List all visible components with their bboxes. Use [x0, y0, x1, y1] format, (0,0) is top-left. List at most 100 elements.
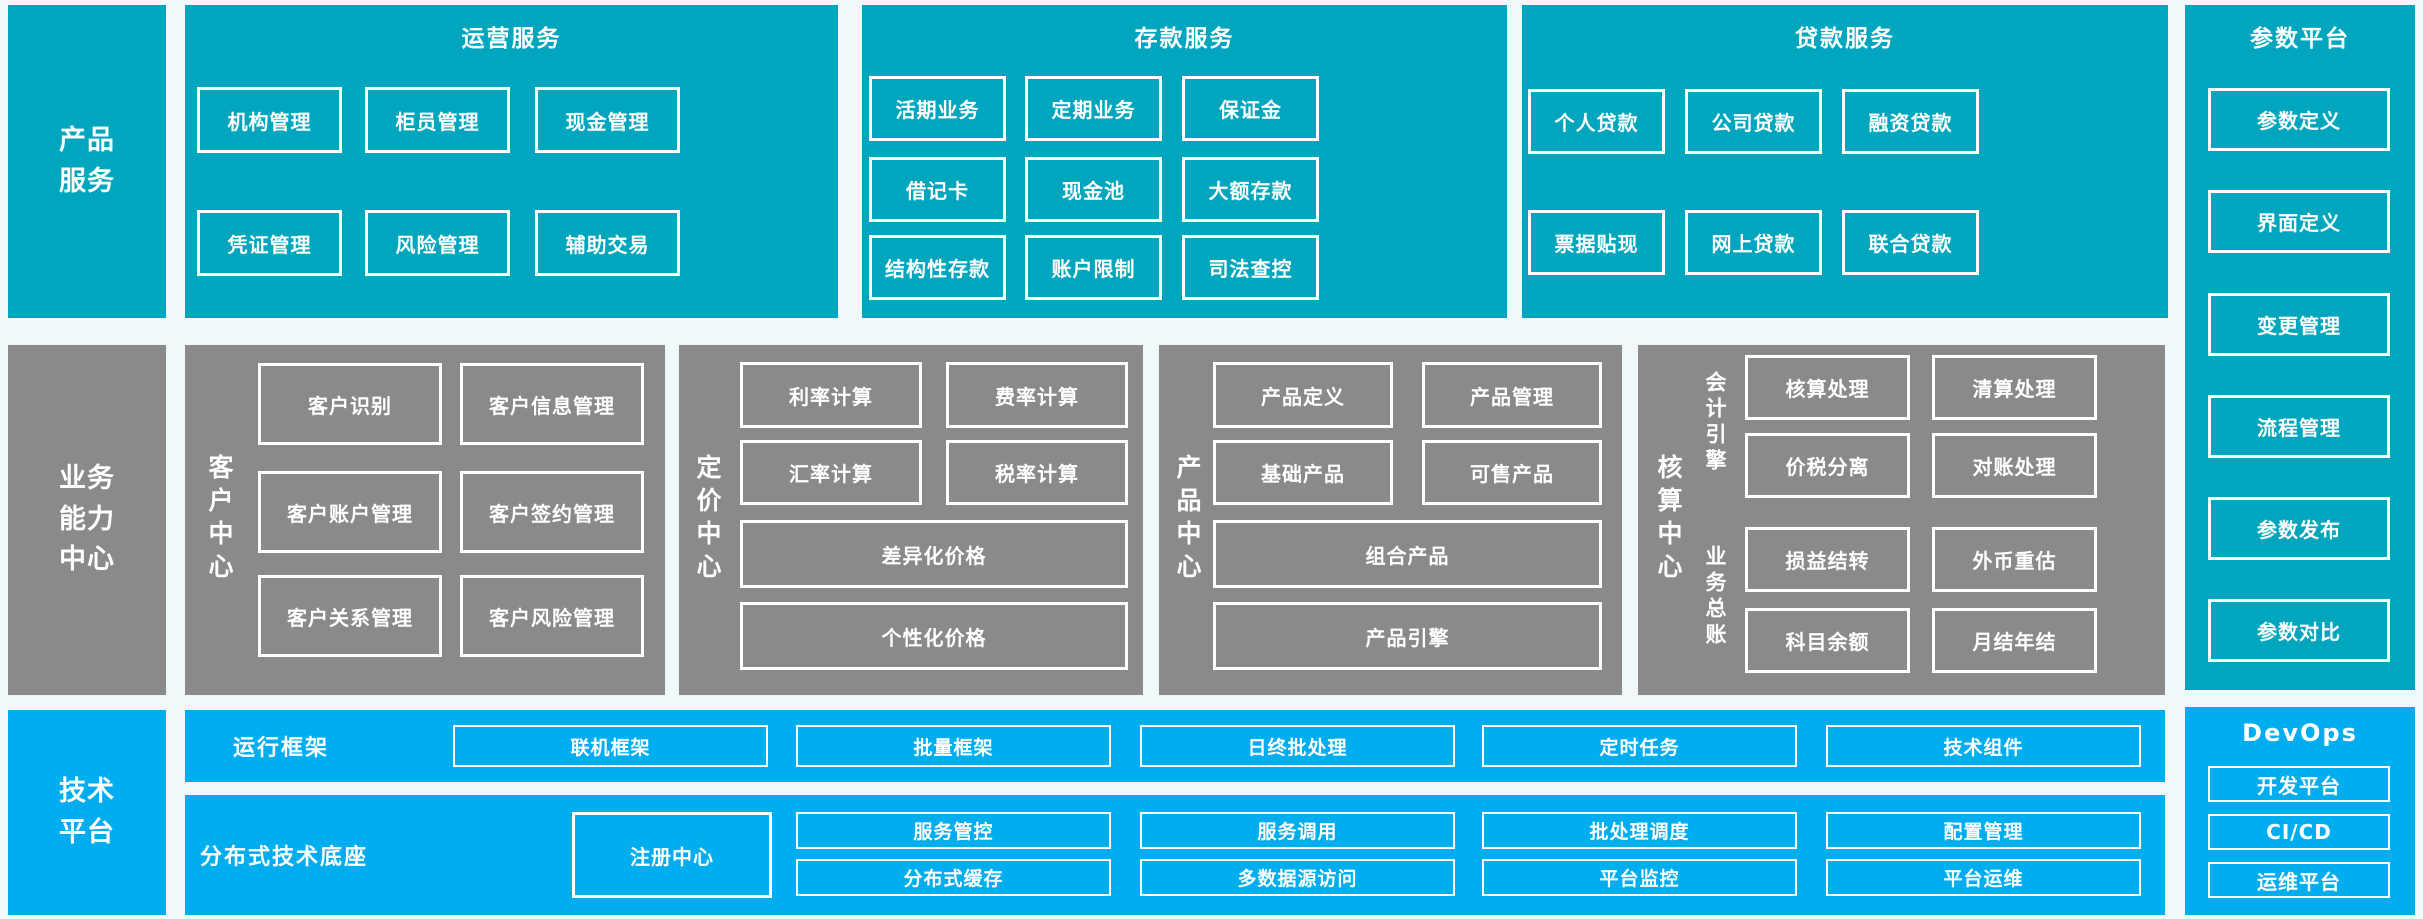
box-judicial-control: 司法查控: [1182, 235, 1319, 300]
box-eod-batch: 日终批处理: [1140, 725, 1455, 767]
box-voucher-management: 凭证管理: [197, 210, 342, 276]
section-runtime-framework: 运行框架 联机框架 批量框架 日终批处理 定时任务 技术组件: [185, 710, 2165, 782]
loan-services-title: 贷款服务: [1795, 26, 1895, 52]
box-account-restriction: 账户限制: [1025, 235, 1162, 300]
pricing-center-label: 定价中心: [693, 454, 722, 586]
box-tech-components: 技术组件: [1826, 725, 2141, 767]
box-debit-card: 借记卡: [869, 157, 1006, 222]
box-customer-info-mgmt: 客户信息管理: [460, 363, 644, 445]
box-ui-definition: 界面定义: [2208, 190, 2390, 253]
box-month-year-end: 月结年结: [1932, 608, 2097, 673]
box-teller-management: 柜员管理: [365, 87, 510, 153]
section-devops: DevOps 开发平台 CI/CD 运维平台: [2185, 707, 2415, 915]
box-customer-contract-mgmt: 客户签约管理: [460, 471, 644, 553]
box-pnl-carryover: 损益结转: [1745, 527, 1910, 592]
box-customer-identification: 客户识别: [258, 363, 442, 445]
box-scheduled-task: 定时任务: [1482, 725, 1797, 767]
box-product-management: 产品管理: [1422, 362, 1602, 428]
box-large-deposit: 大额存款: [1182, 157, 1319, 222]
box-service-governance: 服务管控: [796, 812, 1111, 849]
box-online-loan: 网上贷款: [1685, 210, 1822, 275]
box-customer-account-mgmt: 客户账户管理: [258, 471, 442, 553]
box-tax-calc: 税率计算: [946, 440, 1128, 505]
section-pricing-center: 定价中心 利率计算 费率计算 汇率计算 税率计算 差异化价格 个性化价格: [679, 345, 1143, 695]
section-operations-services: 运营服务 机构管理 柜员管理 现金管理 凭证管理 风险管理 辅助交易: [185, 5, 838, 318]
box-org-management: 机构管理: [197, 87, 342, 153]
box-cash-pool: 现金池: [1025, 157, 1162, 222]
box-param-definition: 参数定义: [2208, 88, 2390, 151]
box-service-invocation: 服务调用: [1140, 812, 1455, 849]
box-structured-deposit: 结构性存款: [869, 235, 1006, 300]
box-change-management: 变更管理: [2208, 293, 2390, 356]
box-personal-loan: 个人贷款: [1528, 89, 1665, 154]
box-price-tax-separation: 价税分离: [1745, 433, 1910, 498]
runtime-framework-label: 运行框架: [233, 736, 330, 761]
business-ledger-label: 业务总账: [1703, 545, 1727, 649]
product-center-label: 产品中心: [1173, 454, 1202, 586]
box-combined-product: 组合产品: [1213, 520, 1602, 588]
accounting-center-label: 核算中心: [1654, 454, 1683, 586]
box-reconciliation: 对账处理: [1932, 433, 2097, 498]
box-subject-balance: 科目余额: [1745, 608, 1910, 673]
box-registry-center: 注册中心: [572, 812, 772, 898]
box-corporate-loan: 公司贷款: [1685, 89, 1822, 154]
box-param-compare: 参数对比: [2208, 599, 2390, 662]
box-sellable-product: 可售产品: [1422, 440, 1602, 505]
section-product-center: 产品中心 产品定义 产品管理 基础产品 可售产品 组合产品 产品引擎: [1159, 345, 1622, 695]
box-distributed-cache: 分布式缓存: [796, 859, 1111, 896]
box-param-release: 参数发布: [2208, 497, 2390, 560]
section-parameter-platform: 参数平台 参数定义 界面定义 变更管理 流程管理 参数发布 参数对比: [2185, 5, 2415, 690]
customer-center-label: 客户中心: [205, 454, 234, 586]
box-base-product: 基础产品: [1213, 440, 1393, 505]
box-product-definition: 产品定义: [1213, 362, 1393, 428]
box-multi-datasource: 多数据源访问: [1140, 859, 1455, 896]
box-config-management: 配置管理: [1826, 812, 2141, 849]
box-fee-calc: 费率计算: [946, 362, 1128, 428]
box-online-framework: 联机框架: [453, 725, 768, 767]
box-interest-calc: 利率计算: [740, 362, 922, 428]
section-customer-center: 客户中心 客户识别 客户信息管理 客户账户管理 客户签约管理 客户关系管理 客户…: [185, 345, 665, 695]
box-bill-discount: 票据贴现: [1528, 210, 1665, 275]
box-customer-relation-mgmt: 客户关系管理: [258, 575, 442, 657]
box-exchange-calc: 汇率计算: [740, 440, 922, 505]
box-differentiated-pricing: 差异化价格: [740, 520, 1128, 588]
box-cicd: CI/CD: [2208, 814, 2390, 850]
box-ops-platform: 运维平台: [2208, 862, 2390, 898]
devops-title: DevOps: [2242, 719, 2358, 747]
box-dev-platform: 开发平台: [2208, 766, 2390, 802]
box-platform-monitor: 平台监控: [1482, 859, 1797, 896]
box-cash-management: 现金管理: [535, 87, 680, 153]
box-accounting-processing: 核算处理: [1745, 355, 1910, 420]
box-platform-ops: 平台运维: [1826, 859, 2141, 896]
rail-product-services-label: 产品服务: [58, 125, 115, 197]
box-fx-revaluation: 外币重估: [1932, 527, 2097, 592]
box-clearing-processing: 清算处理: [1932, 355, 2097, 420]
rail-tech-platform: 技术平台: [8, 710, 166, 915]
box-demand-deposit: 活期业务: [869, 76, 1006, 141]
box-customer-risk-mgmt: 客户风险管理: [460, 575, 644, 657]
box-batch-scheduling: 批处理调度: [1482, 812, 1797, 849]
box-financing-loan: 融资贷款: [1842, 89, 1979, 154]
box-margin-deposit: 保证金: [1182, 76, 1319, 141]
box-product-engine: 产品引擎: [1213, 602, 1602, 670]
section-accounting-center: 核算中心 会计引擎 业务总账 核算处理 清算处理 价税分离 对账处理 损益结转 …: [1638, 345, 2165, 695]
box-personalized-pricing: 个性化价格: [740, 602, 1128, 670]
deposit-services-title: 存款服务: [1134, 26, 1235, 52]
rail-business-capability: 业务能力中心: [8, 345, 166, 695]
rail-tech-platform-label: 技术平台: [58, 776, 115, 848]
rail-business-capability-label: 业务能力中心: [58, 463, 115, 576]
box-joint-loan: 联合贷款: [1842, 210, 1979, 275]
accounting-engine-label: 会计引擎: [1703, 371, 1727, 475]
box-risk-management: 风险管理: [365, 210, 510, 276]
box-time-deposit: 定期业务: [1025, 76, 1162, 141]
box-process-management: 流程管理: [2208, 395, 2390, 458]
section-deposit-services: 存款服务 活期业务 定期业务 保证金 借记卡 现金池 大额存款 结构性存款 账户…: [862, 5, 1507, 318]
box-batch-framework: 批量框架: [796, 725, 1111, 767]
parameter-platform-title: 参数平台: [2250, 26, 2350, 52]
section-distributed-base: 分布式技术底座 注册中心 服务管控 服务调用 批处理调度 配置管理 分布式缓存 …: [185, 795, 2165, 915]
operations-services-title: 运营服务: [461, 26, 562, 52]
distributed-base-label: 分布式技术底座: [200, 845, 369, 870]
rail-product-services: 产品服务: [8, 5, 166, 318]
box-assisted-trading: 辅助交易: [535, 210, 680, 276]
